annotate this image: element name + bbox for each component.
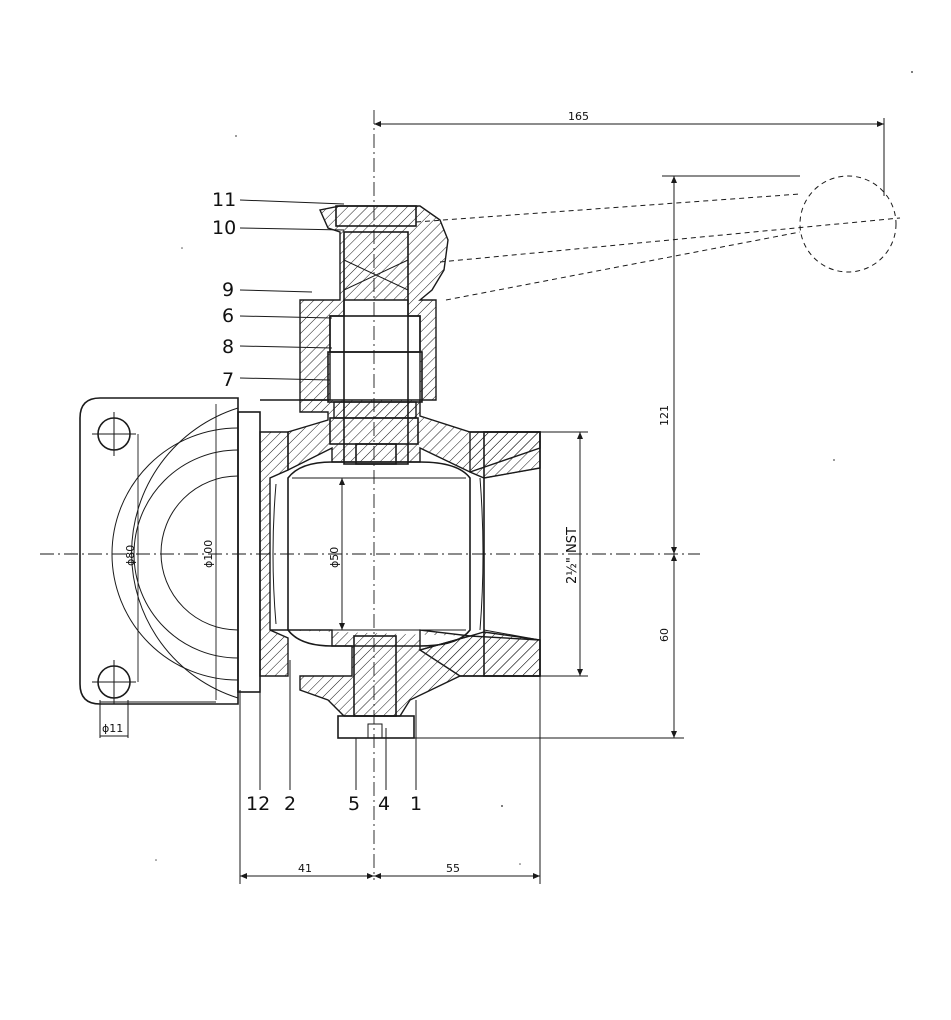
dim-height-lower: 60	[658, 628, 671, 642]
callout-6: 6	[222, 305, 234, 327]
callout-8: 8	[222, 336, 234, 358]
stem-seal	[333, 401, 417, 419]
dim-right-length: 55	[446, 862, 460, 875]
dim-bolt-circle: ϕ80	[124, 545, 137, 566]
callout-9: 9	[222, 279, 234, 301]
flange-face	[237, 411, 261, 693]
callout-10: 10	[212, 217, 236, 239]
handle	[415, 175, 901, 301]
bottom-plug	[337, 715, 415, 739]
dim-flange-outer: ϕ100	[202, 540, 215, 568]
flange-arc-inner	[133, 449, 239, 659]
stem-assembly	[299, 110, 449, 880]
flange-arc-outer	[131, 407, 239, 699]
dim-bolt-hole: ϕ11	[102, 722, 123, 735]
valve-body	[237, 399, 541, 717]
dim-height-upper: 121	[658, 405, 671, 426]
dim-left-length: 41	[298, 862, 312, 875]
callout-1: 1	[410, 793, 422, 815]
flange-arc-bore	[160, 475, 239, 631]
callout-11: 11	[212, 189, 236, 211]
callout-7: 7	[222, 369, 234, 391]
threaded-port	[483, 431, 541, 677]
scan-noise	[155, 71, 913, 865]
dim-handle-length: 165	[568, 110, 589, 123]
callout-4: 4	[378, 793, 390, 815]
leader-lines	[239, 199, 417, 790]
flange-view	[79, 397, 239, 738]
handle-ball	[799, 175, 897, 273]
ball	[287, 461, 471, 647]
callout-2: 2	[284, 793, 296, 815]
callout-12: 12	[246, 793, 270, 815]
dim-thread: 2½" NST	[565, 527, 580, 584]
callout-5: 5	[348, 793, 360, 815]
dim-bore: ϕ50	[328, 547, 341, 568]
dimension-lines	[239, 118, 885, 884]
